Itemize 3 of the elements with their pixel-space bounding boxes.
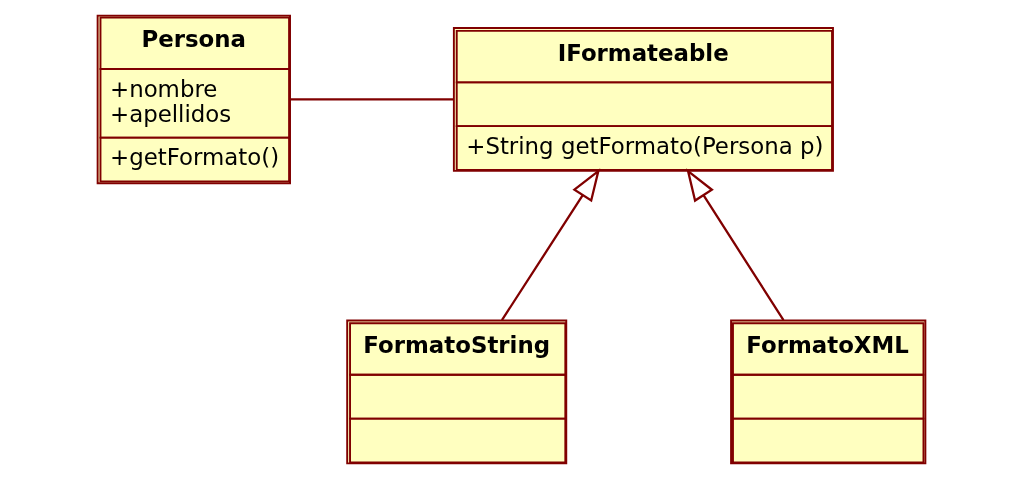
arrow [686, 168, 785, 321]
arrow [500, 168, 601, 321]
connector [290, 98, 454, 101]
